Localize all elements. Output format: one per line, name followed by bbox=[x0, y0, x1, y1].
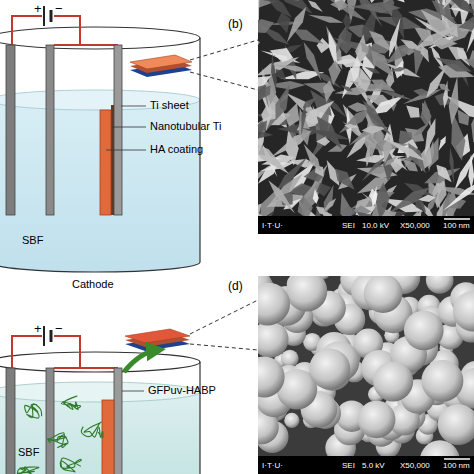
part-label: Cathode bbox=[72, 278, 114, 291]
sem-image-crystals bbox=[258, 0, 474, 216]
part-label: − bbox=[55, 2, 63, 17]
protein-meshes bbox=[17, 396, 103, 474]
part-label: SBF bbox=[18, 446, 39, 459]
bottom-cell bbox=[0, 300, 258, 474]
scale-bar bbox=[444, 218, 470, 220]
sem-info-text: 10.0 kV bbox=[362, 221, 389, 230]
scale-bar bbox=[444, 458, 470, 460]
sem-info-text: 5.0 kV bbox=[362, 461, 385, 470]
top-cell bbox=[0, 6, 258, 272]
part-label: Nanotubular Ti bbox=[150, 120, 222, 133]
sem-footer bbox=[258, 216, 474, 234]
sem-info-text: X50,000 bbox=[400, 221, 430, 230]
part-label: + bbox=[34, 322, 42, 337]
sem-image-spheres bbox=[258, 276, 474, 456]
sem-info-text: I·T·U· bbox=[262, 221, 283, 230]
part-label: HA coating bbox=[150, 143, 203, 156]
part-label: (b) bbox=[228, 18, 243, 32]
sem-info-text: X50,000 bbox=[400, 461, 430, 470]
part-label: GFPuv-HABP bbox=[148, 384, 216, 397]
sem-info-text: SEI bbox=[342, 221, 355, 230]
part-label: − bbox=[55, 322, 63, 337]
part-label: SBF bbox=[22, 234, 43, 247]
part-label: Ti sheet bbox=[150, 99, 189, 112]
sem-info-text: 100 nm bbox=[443, 221, 470, 230]
sem-footer bbox=[258, 456, 474, 474]
part-label: + bbox=[34, 2, 42, 17]
sem-info-text: SEI bbox=[342, 461, 355, 470]
sem-info-text: I·T·U· bbox=[262, 461, 283, 470]
part-label: (d) bbox=[228, 280, 243, 294]
sem-info-text: 100 nm bbox=[443, 461, 470, 470]
